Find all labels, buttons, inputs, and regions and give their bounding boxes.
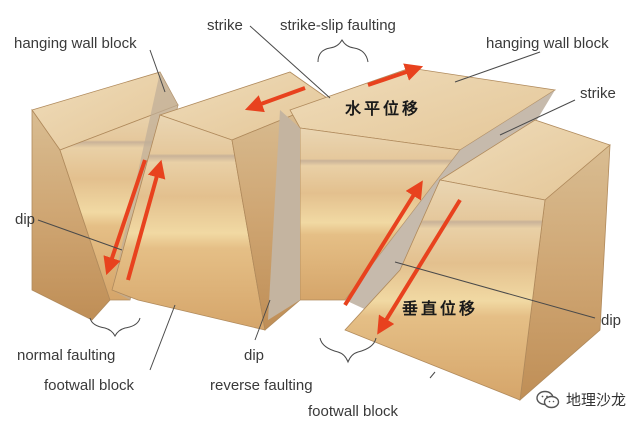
label-dip-left: dip (15, 212, 35, 227)
label-hanging-wall-right: hanging wall block (486, 36, 609, 51)
label-hanging-wall-left: hanging wall block (14, 36, 137, 51)
label-footwall-right: footwall block (308, 404, 398, 419)
watermark: 地理沙龙 (536, 389, 626, 410)
label-horizontal-displacement: 水平位移 (345, 101, 421, 117)
watermark-text: 地理沙龙 (566, 389, 626, 410)
leader-footwall-left (150, 305, 175, 370)
label-strike-slip-faulting: strike-slip faulting (280, 18, 396, 33)
wechat-icon (536, 390, 560, 410)
label-reverse-faulting: reverse faulting (210, 378, 313, 393)
strike-slip-brace (318, 40, 368, 62)
label-normal-faulting: normal faulting (17, 348, 115, 363)
label-strike-top: strike (207, 18, 243, 33)
label-dip-bottom: dip (244, 348, 264, 363)
label-vertical-displacement: 垂直位移 (402, 301, 478, 317)
label-strike-right: strike (580, 86, 616, 101)
leader-hanging-wall-right (455, 52, 540, 82)
leader-footwall-right (430, 372, 435, 378)
label-dip-right: dip (601, 313, 621, 328)
normal-faulting-brace (90, 318, 140, 336)
label-footwall-left: footwall block (44, 378, 134, 393)
reverse-faulting-brace (320, 338, 376, 362)
